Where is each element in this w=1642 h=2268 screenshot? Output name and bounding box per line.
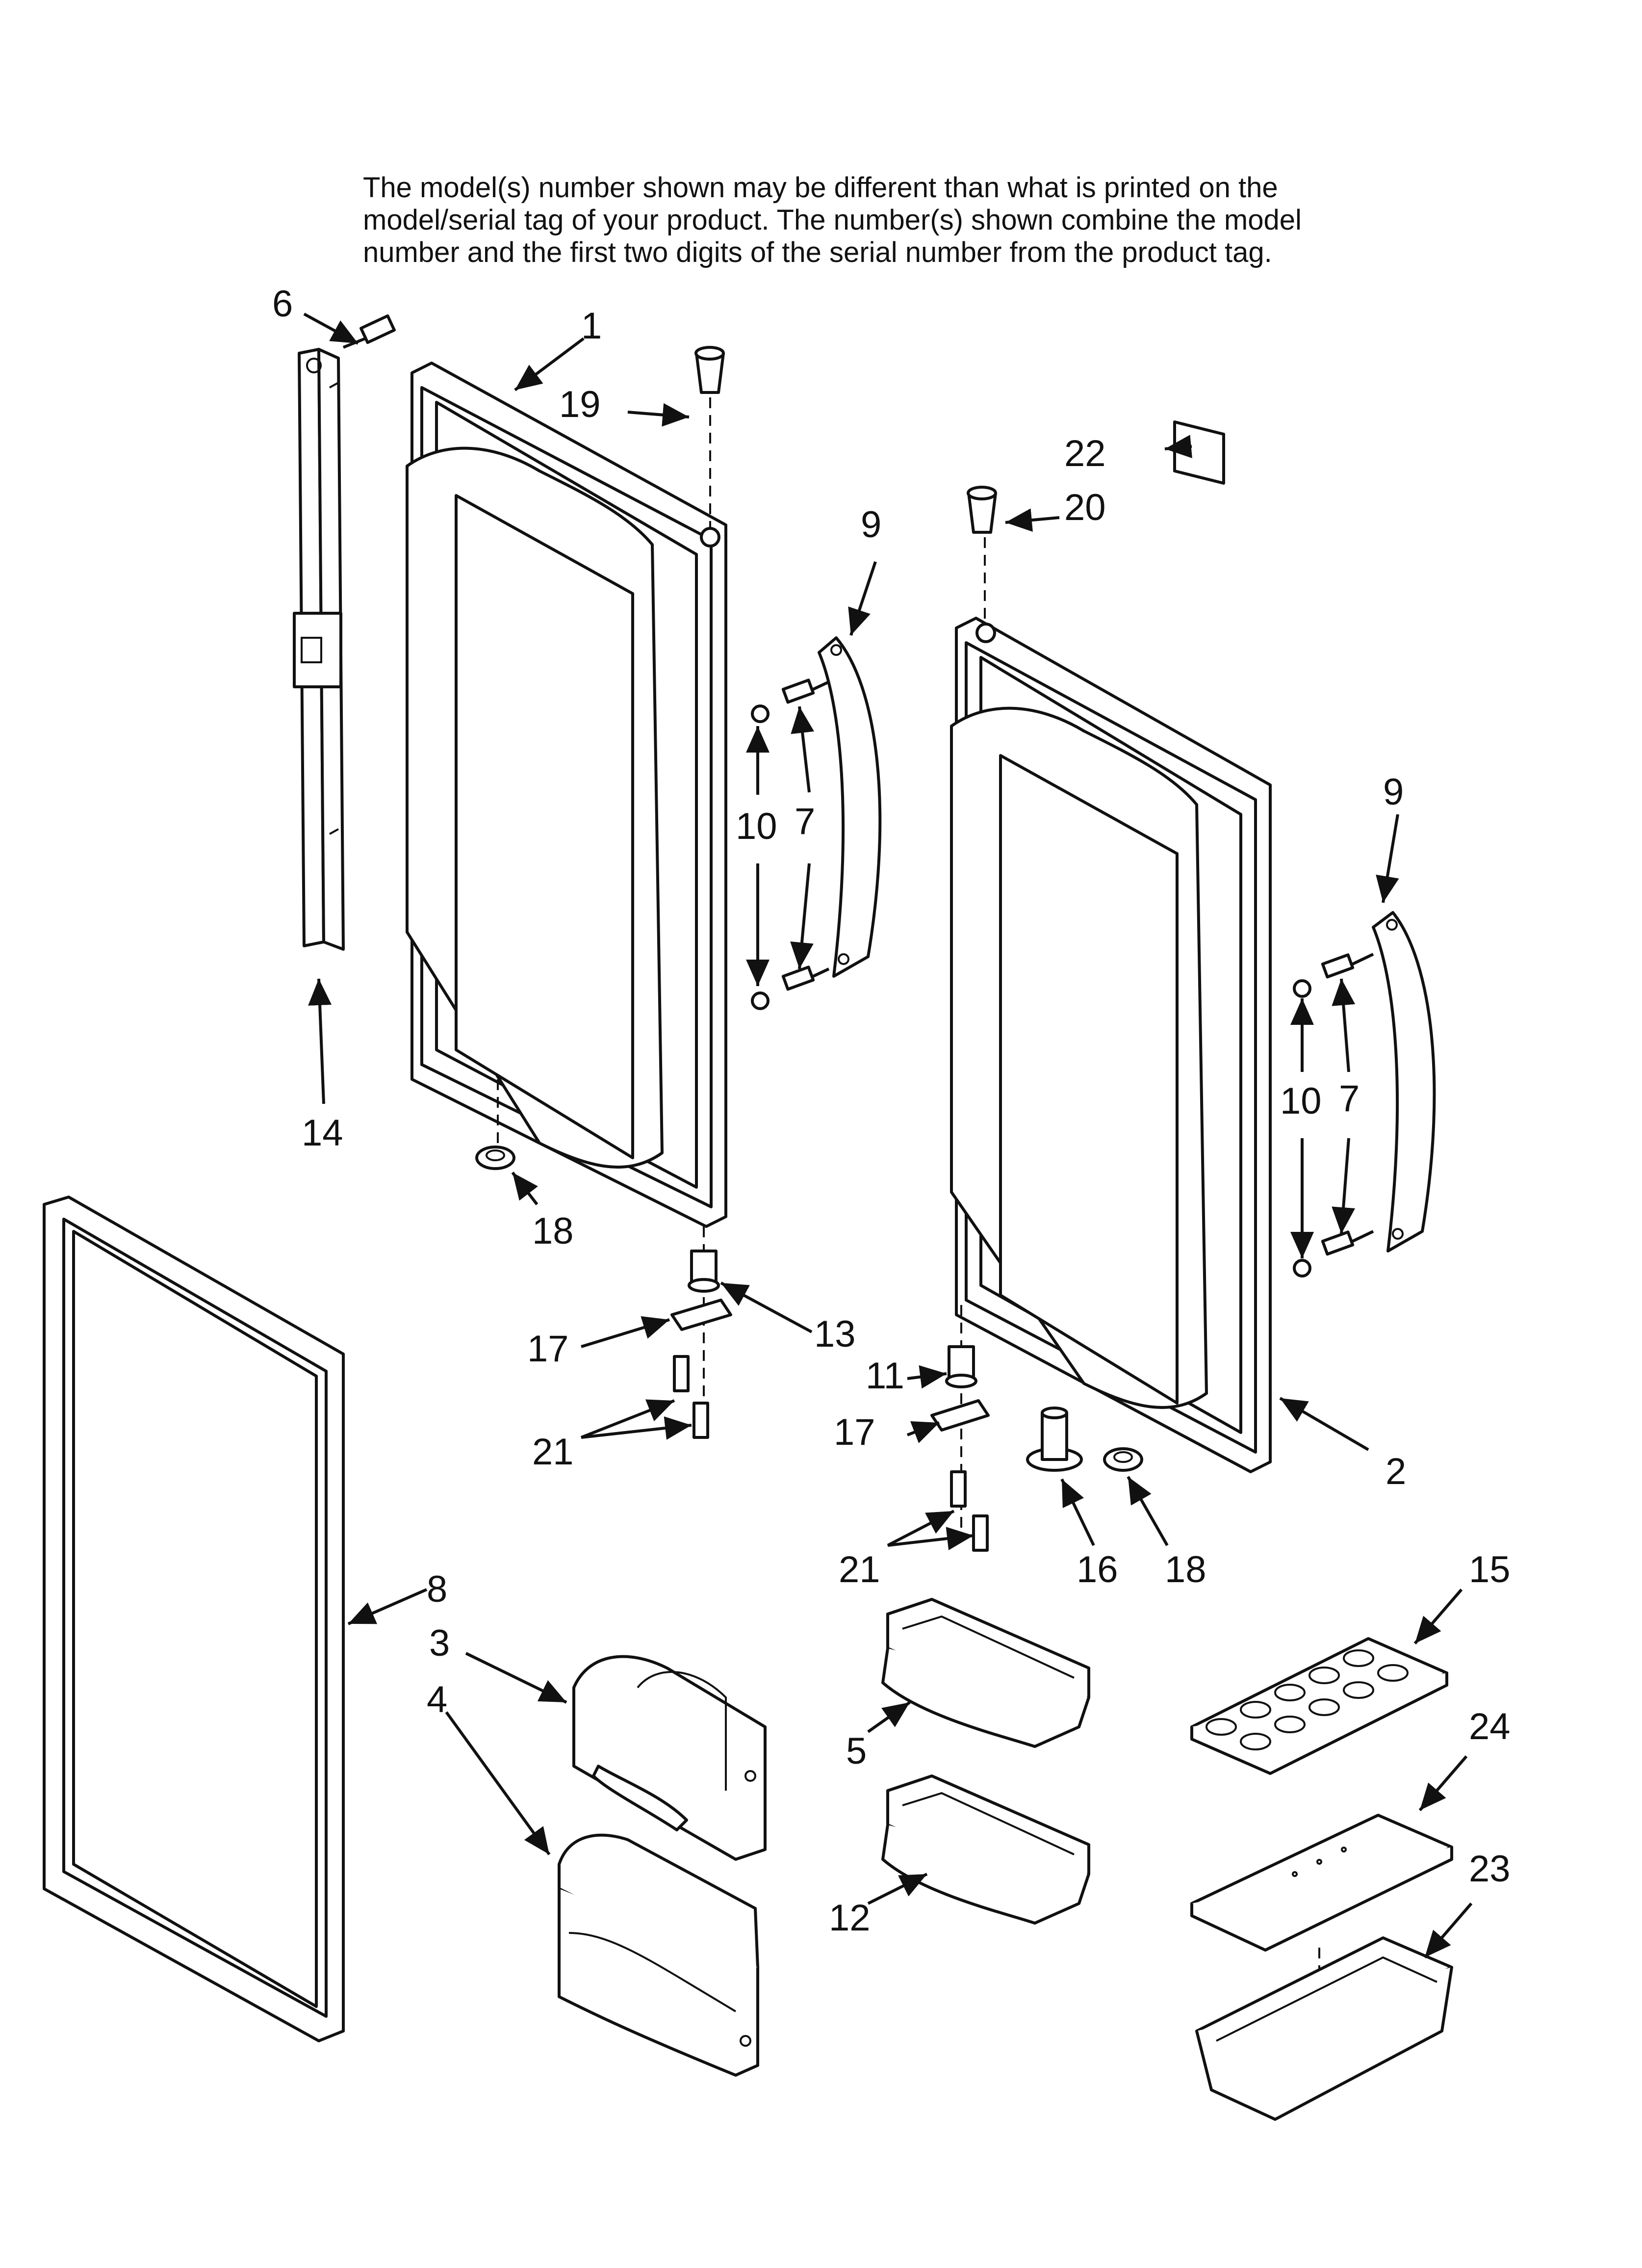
callout-3: 3 [429, 1622, 450, 1664]
callout-5: 5 [846, 1730, 867, 1772]
callout-21-right: 21 [839, 1549, 880, 1590]
notice-line-1: The model(s) number shown may be differe… [363, 172, 1278, 204]
callout-18-right: 18 [1165, 1549, 1206, 1590]
part-18-bumper-left [475, 1079, 515, 1170]
callout-19: 19 [559, 384, 601, 425]
part-1-left-door [406, 362, 727, 1228]
part-19-hinge-cap [694, 346, 725, 527]
notice-line-3: number and the first two digits of the s… [363, 236, 1272, 268]
callout-7-left: 7 [795, 801, 815, 842]
callout-7-right: 7 [1339, 1078, 1360, 1120]
callout-6: 6 [272, 283, 293, 325]
callout-9-right: 9 [1383, 771, 1404, 813]
callout-21-left: 21 [532, 1431, 574, 1473]
callout-14: 14 [302, 1112, 343, 1154]
part-23-tray [1195, 1936, 1453, 2121]
callout-labels: 1 6 19 22 20 9 10 7 14 18 9 10 7 13 17 2… [272, 283, 1511, 1939]
right-lower-hinge [930, 1305, 990, 1552]
left-lower-hinge [670, 1226, 732, 1439]
callout-17-left: 17 [527, 1328, 569, 1370]
callout-18-left: 18 [532, 1210, 574, 1252]
notice-line-2: model/serial tag of your product. The nu… [363, 204, 1302, 236]
callout-11: 11 [866, 1355, 904, 1397]
part-12-door-bin [881, 1774, 1090, 1925]
callout-10-left: 10 [736, 806, 777, 847]
callout-15: 15 [1469, 1549, 1511, 1590]
callout-20: 20 [1064, 487, 1106, 528]
callout-23: 23 [1469, 1848, 1511, 1890]
part-20-hinge-cap [967, 486, 997, 623]
part-5-door-bin [881, 1598, 1090, 1748]
callout-13: 13 [814, 1313, 856, 1355]
part-14-trim-strip [293, 348, 345, 951]
part-22-label [1173, 420, 1225, 485]
callout-22: 22 [1064, 433, 1106, 474]
callout-17-right: 17 [834, 1411, 875, 1453]
callout-8: 8 [427, 1568, 447, 1610]
callout-2: 2 [1385, 1451, 1406, 1492]
callout-9-left: 9 [861, 504, 881, 546]
part-3-dairy-cover [572, 1655, 767, 1861]
callout-4: 4 [427, 1679, 447, 1721]
part-6-screw [342, 314, 396, 349]
part-2-right-door [950, 617, 1272, 1473]
callout-1: 1 [581, 305, 602, 347]
model-number-notice: The model(s) number shown may be differe… [363, 172, 1393, 269]
part-15-egg-tray [1190, 1637, 1448, 1775]
callout-24: 24 [1469, 1706, 1511, 1747]
part-4-dairy-bin [558, 1833, 759, 2077]
callout-10-right: 10 [1280, 1080, 1322, 1122]
right-handle-assembly [1293, 911, 1436, 1277]
callout-12: 12 [829, 1897, 871, 1939]
part-18-bumper-right [1103, 1447, 1143, 1472]
callout-16: 16 [1077, 1549, 1118, 1590]
left-handle-assembly [751, 636, 882, 1010]
part-16-cam [1026, 1407, 1083, 1472]
part-8-gasket [43, 1196, 345, 2042]
part-24-lid [1190, 1814, 1453, 2007]
leader-lines [303, 313, 1473, 1958]
